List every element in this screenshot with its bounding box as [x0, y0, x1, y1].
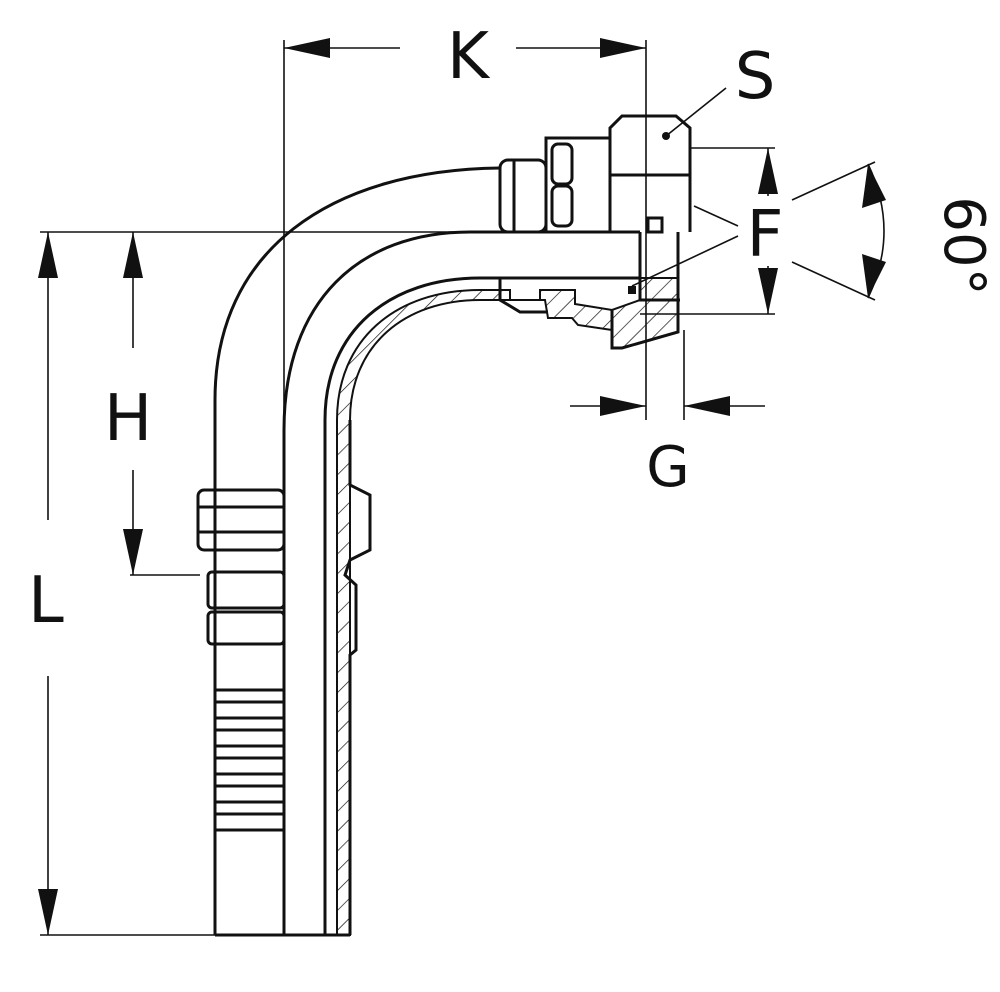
- dimension-H: [40, 231, 640, 576]
- label-L: L: [28, 564, 64, 638]
- stem-right-profile: [343, 420, 372, 935]
- label-F: F: [747, 198, 784, 272]
- dimension-K: [283, 38, 647, 935]
- elbow-outer-contour: [213, 166, 501, 490]
- dimension-L: [38, 232, 215, 936]
- label-G: G: [646, 435, 689, 500]
- label-angle: 60°: [931, 196, 996, 295]
- section-hatch-stem: [336, 289, 511, 936]
- dimension-S-leader: [662, 87, 727, 140]
- o-ring: [628, 286, 636, 294]
- bore-line: [323, 276, 640, 935]
- dimension-G: [570, 330, 765, 420]
- dimension-angle: [791, 161, 886, 301]
- stem-hex-collar: [196, 488, 286, 552]
- label-H: H: [104, 382, 152, 456]
- swivel-nut: [498, 114, 692, 350]
- elbow-inner-contour: [282, 230, 640, 935]
- hose-barb-ridges: [206, 570, 286, 832]
- label-S: S: [735, 40, 776, 114]
- dimension-F: [631, 147, 778, 315]
- label-K: K: [447, 20, 491, 94]
- fitting-body: [213, 166, 640, 937]
- section-hatch-nut: [500, 277, 679, 349]
